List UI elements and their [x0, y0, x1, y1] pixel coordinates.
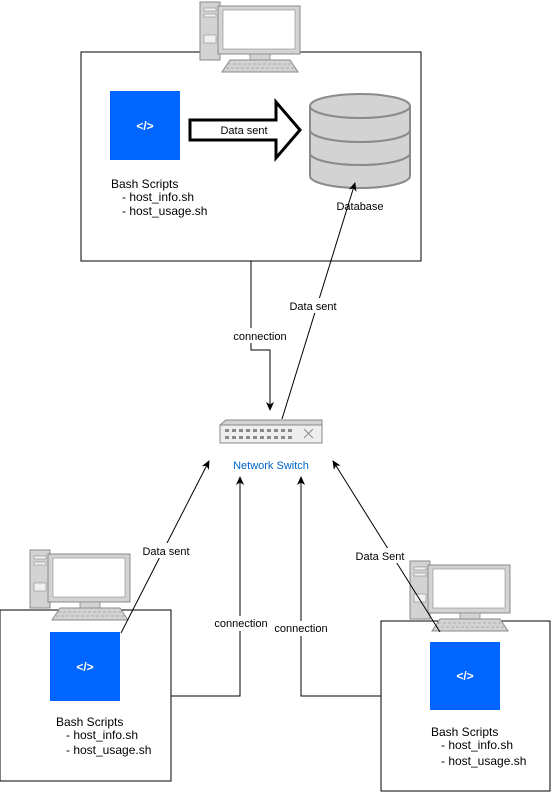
database-label: Database: [336, 201, 383, 213]
right-scripts-title: Bash Scripts: [431, 725, 498, 739]
edge-left-connection: [171, 476, 244, 697]
main-script-2: - host_usage.sh: [122, 204, 207, 218]
left-script-1: - host_info.sh: [66, 728, 138, 742]
left-scripts-title: Bash Scripts: [56, 715, 123, 729]
right-script-2: - host_usage.sh: [441, 754, 526, 768]
left-code-icon: [50, 632, 120, 701]
edge-main-to-switch-label: connection: [233, 331, 286, 343]
data-sent-arrow: [188, 97, 302, 163]
edge-main-to-switch: [250, 261, 274, 411]
data-sent-arrow-label: Data sent: [220, 125, 267, 137]
network-switch-icon: [219, 419, 323, 444]
right-code-icon: [430, 642, 500, 710]
edge-right-connection: [297, 476, 381, 697]
edge-left-connection-label: connection: [214, 618, 267, 630]
edge-right-data-label: Data Sent: [356, 551, 405, 563]
network-switch-label: Network Switch: [233, 460, 309, 472]
edge-right-connection-label: connection: [274, 623, 327, 635]
main-scripts-title: Bash Scripts: [111, 177, 178, 191]
main-code-icon: [110, 91, 180, 160]
right-code-icon-label: </>: [456, 669, 473, 683]
left-code-icon-label: </>: [76, 660, 93, 674]
edge-switch-to-db-label: Data sent: [289, 301, 336, 313]
edge-right-data: [332, 460, 441, 633]
database-icon: [309, 93, 411, 189]
main-script-1: - host_info.sh: [122, 190, 194, 204]
right-script-1: - host_info.sh: [441, 738, 513, 752]
edge-left-data-label: Data sent: [142, 546, 189, 558]
main-code-icon-label: </>: [136, 119, 153, 133]
left-script-2: - host_usage.sh: [66, 743, 151, 757]
